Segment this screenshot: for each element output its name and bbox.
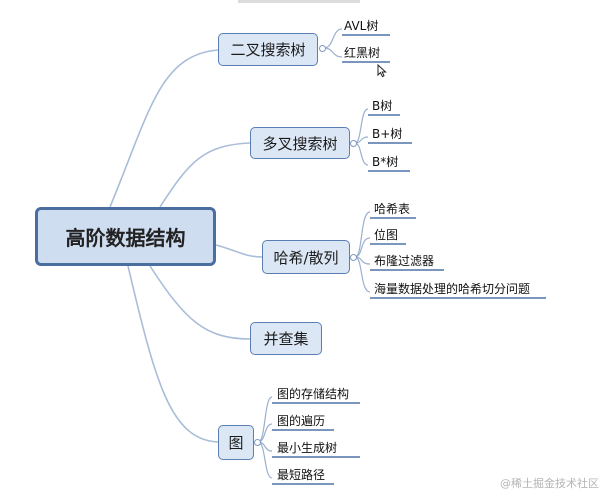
connector-central-mst (159, 142, 251, 208)
collapse-toggle-bst[interactable] (319, 45, 326, 52)
collapse-toggle-mst[interactable] (350, 140, 357, 147)
leaf-red-black-tree[interactable]: 红黑树 (344, 46, 381, 60)
leaf-hash-partition[interactable]: 海量数据处理的哈希切分问题 (374, 282, 531, 296)
leaf-minimum-spanning-tree[interactable]: 最小生成树 (277, 441, 338, 455)
leaf-b-star-tree[interactable]: B*树 (372, 155, 399, 169)
leaf-graph-storage[interactable]: 图的存储结构 (277, 387, 350, 401)
mouse-pointer-icon (377, 64, 387, 78)
collapse-toggle-hash[interactable] (350, 254, 357, 261)
top-edge-strip (238, 0, 360, 3)
watermark: @稀土掘金技术社区 (500, 477, 599, 490)
branch-multiway-search-tree[interactable]: 多叉搜索树 (250, 127, 350, 159)
leaf-b-tree[interactable]: B树 (372, 99, 393, 113)
leaf-bloom-filter[interactable]: 布隆过滤器 (374, 254, 435, 268)
leaf-shortest-path[interactable]: 最短路径 (277, 468, 326, 482)
connector-central-bst (109, 49, 219, 208)
branch-graph[interactable]: 图 (218, 425, 254, 460)
branch-binary-search-tree[interactable]: 二叉搜索树 (218, 33, 318, 66)
leaf-bitmap[interactable]: 位图 (374, 228, 399, 242)
connector-central-ufs (149, 265, 251, 340)
leaf-graph-traversal[interactable]: 图的遍历 (277, 414, 326, 428)
connector-central-hash (215, 244, 263, 258)
connector-central-graph (127, 265, 219, 443)
leaf-b-plus-tree[interactable]: B+树 (372, 127, 403, 141)
central-topic[interactable]: 高阶数据结构 (35, 207, 216, 266)
leaf-avl-tree[interactable]: AVL树 (344, 19, 379, 33)
leaf-hash-table[interactable]: 哈希表 (374, 202, 411, 216)
branch-hash[interactable]: 哈希/散列 (262, 240, 350, 274)
collapse-toggle-graph[interactable] (254, 439, 261, 446)
branch-union-find[interactable]: 并查集 (250, 322, 322, 355)
